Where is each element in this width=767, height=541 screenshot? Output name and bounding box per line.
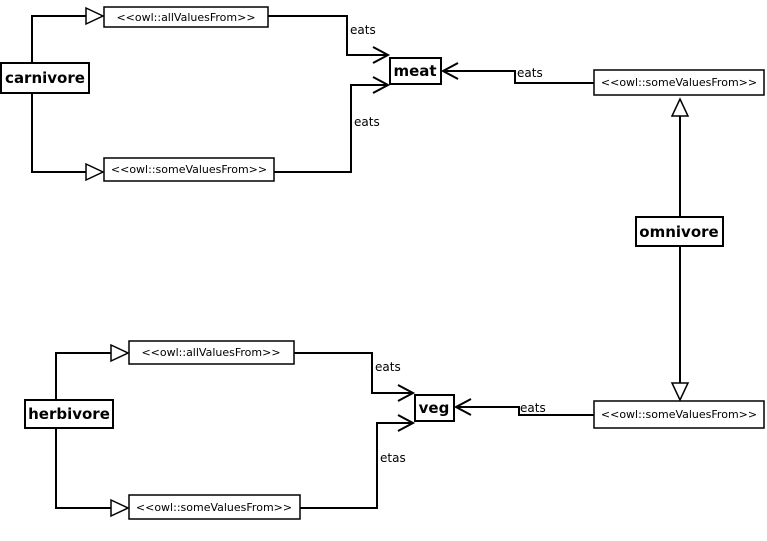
carnivore-all-eats-edge	[268, 15, 388, 56]
carnivore-some-eats-edge	[274, 84, 388, 173]
stereotype-label: <<owl::someValuesFrom>>	[601, 408, 757, 421]
generalization-arrowhead	[110, 498, 130, 518]
herbivore-all-eats-edge	[294, 352, 413, 394]
class-veg[interactable]: veg	[414, 394, 455, 422]
arrow-open-head	[453, 398, 472, 416]
restriction-omnivore-meat-somevaluesfrom[interactable]: <<owl::someValuesFrom>>	[593, 69, 765, 96]
edge-label-eats: eats	[375, 360, 401, 374]
class-label: omnivore	[639, 223, 718, 241]
class-omnivore[interactable]: omnivore	[635, 216, 724, 247]
generalization-arrowhead	[670, 97, 690, 117]
class-label: carnivore	[5, 69, 85, 87]
generalization-arrowhead	[670, 382, 690, 402]
omnivore-veg-eats-edge	[456, 406, 594, 416]
restriction-herbivore-somevaluesfrom[interactable]: <<owl::someValuesFrom>>	[128, 494, 301, 520]
stereotype-label: <<owl::someValuesFrom>>	[111, 163, 267, 176]
stereotype-label: <<owl::someValuesFrom>>	[136, 501, 292, 514]
class-carnivore[interactable]: carnivore	[0, 62, 90, 94]
generalization-arrowhead	[85, 6, 105, 26]
herbivore-some-etas-edge	[300, 422, 413, 509]
arrow-open-head	[397, 414, 416, 432]
class-label: veg	[419, 399, 450, 417]
restriction-carnivore-somevaluesfrom[interactable]: <<owl::someValuesFrom>>	[103, 157, 275, 182]
restriction-herbivore-allvaluesfrom[interactable]: <<owl::allValuesFrom>>	[128, 340, 295, 365]
carnivore-to-somevalues-line	[31, 93, 86, 173]
omnivore-meat-eats-edge	[443, 70, 594, 84]
class-label: meat	[393, 62, 436, 80]
generalization-arrowhead	[110, 343, 130, 363]
edge-label-eats: eats	[520, 401, 546, 415]
carnivore-to-allvalues-line	[31, 15, 86, 63]
class-meat[interactable]: meat	[389, 57, 442, 85]
arrow-open-head	[440, 62, 459, 80]
edge-label-eats: eats	[354, 115, 380, 129]
edge-label-eats: eats	[517, 66, 543, 80]
herbivore-to-allvalues-line	[55, 352, 111, 400]
edge-label-eats: eats	[350, 23, 376, 37]
generalization-arrowhead	[85, 162, 105, 182]
restriction-carnivore-allvaluesfrom[interactable]: <<owl::allValuesFrom>>	[103, 6, 269, 28]
stereotype-label: <<owl::allValuesFrom>>	[116, 11, 255, 24]
restriction-omnivore-veg-somevaluesfrom[interactable]: <<owl::someValuesFrom>>	[593, 400, 765, 429]
class-label: herbivore	[28, 405, 110, 423]
stereotype-label: <<owl::allValuesFrom>>	[141, 346, 280, 359]
stereotype-label: <<owl::someValuesFrom>>	[601, 76, 757, 89]
arrow-open-head	[372, 76, 391, 94]
arrow-open-head	[372, 46, 391, 64]
arrow-open-head	[397, 384, 416, 402]
class-herbivore[interactable]: herbivore	[24, 399, 114, 429]
edge-label-etas: etas	[380, 451, 406, 465]
herbivore-to-somevalues-line	[55, 428, 111, 509]
